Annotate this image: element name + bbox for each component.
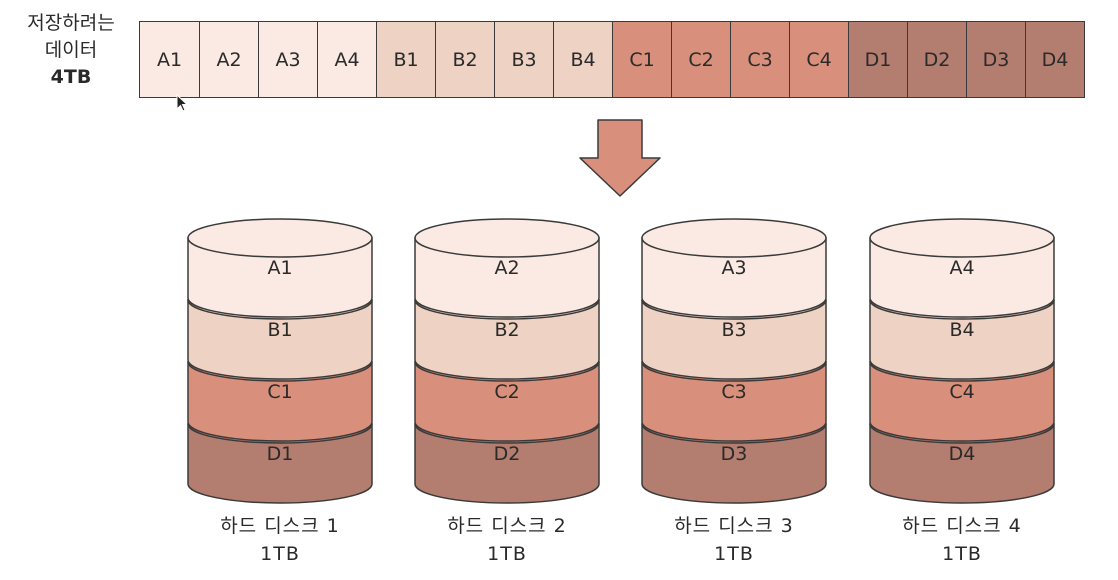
disk-block-label: D3 <box>720 443 748 465</box>
disk-name: 하드 디스크 3 <box>674 515 794 537</box>
disk-cylinder-icon <box>187 218 373 504</box>
disk-block-label: A1 <box>267 257 293 279</box>
mouse-cursor-icon <box>176 94 189 112</box>
disk-caption: 하드 디스크 4 1TB <box>868 512 1056 568</box>
disk-block-label: B4 <box>949 319 975 341</box>
data-block-cell: C3 <box>730 22 789 97</box>
disk-block-label: A2 <box>494 257 520 279</box>
input-data-label: 저장하려는 데이터 4TB <box>12 10 130 91</box>
disk-block-label: B3 <box>721 319 747 341</box>
disk-block-label: A3 <box>721 257 747 279</box>
disk-capacity: 1TB <box>260 543 300 565</box>
data-block-cell: C1 <box>612 22 671 97</box>
disk-name: 하드 디스크 2 <box>447 515 567 537</box>
disk-block-label: A4 <box>949 257 975 279</box>
input-label-line1: 저장하려는 <box>27 12 115 34</box>
disk-block-label: D2 <box>493 443 521 465</box>
disk-platter <box>869 218 1055 318</box>
disk-cylinder-icon <box>414 218 600 504</box>
disk-block-label: C1 <box>267 381 293 403</box>
disk-capacity: 1TB <box>942 543 982 565</box>
disk-caption: 하드 디스크 1 1TB <box>186 512 374 568</box>
data-block-cell: A3 <box>258 22 317 97</box>
disk-caption: 하드 디스크 2 1TB <box>413 512 601 568</box>
input-data-size: 4TB <box>50 66 92 88</box>
data-block-cell: A4 <box>317 22 376 97</box>
disk-block-label: B2 <box>494 319 520 341</box>
disk-cylinder-icon <box>641 218 827 504</box>
data-block-cell: B2 <box>435 22 494 97</box>
disk-block-label: C2 <box>494 381 520 403</box>
disk-block-label: B1 <box>267 319 293 341</box>
disk-name: 하드 디스크 4 <box>902 515 1022 537</box>
disk-block-label: D1 <box>266 443 294 465</box>
disk-capacity: 1TB <box>714 543 754 565</box>
disk-block-label: C4 <box>949 381 975 403</box>
disk-capacity: 1TB <box>487 543 527 565</box>
down-arrow-icon <box>579 119 661 197</box>
data-block-cell: A2 <box>199 22 258 97</box>
data-block-cell: A1 <box>140 22 199 97</box>
data-block-cell: B4 <box>553 22 612 97</box>
input-label-line2: 데이터 <box>44 39 98 61</box>
disk-caption: 하드 디스크 3 1TB <box>640 512 828 568</box>
data-block-cell: C4 <box>789 22 848 97</box>
data-block-cell: D4 <box>1025 22 1084 97</box>
disk-block-label: D4 <box>948 443 976 465</box>
data-block-cell: B1 <box>376 22 435 97</box>
data-block-cell: C2 <box>671 22 730 97</box>
disk-cylinder-icon <box>869 218 1055 504</box>
data-block-cell: D2 <box>907 22 966 97</box>
data-block-cell: D1 <box>848 22 907 97</box>
disk-platter <box>414 218 600 318</box>
data-block-cell: D3 <box>966 22 1025 97</box>
disk-platter <box>641 218 827 318</box>
disk-platter <box>187 218 373 318</box>
disk-block-label: C3 <box>721 381 747 403</box>
disk-name: 하드 디스크 1 <box>220 515 340 537</box>
data-block-cell: B3 <box>494 22 553 97</box>
